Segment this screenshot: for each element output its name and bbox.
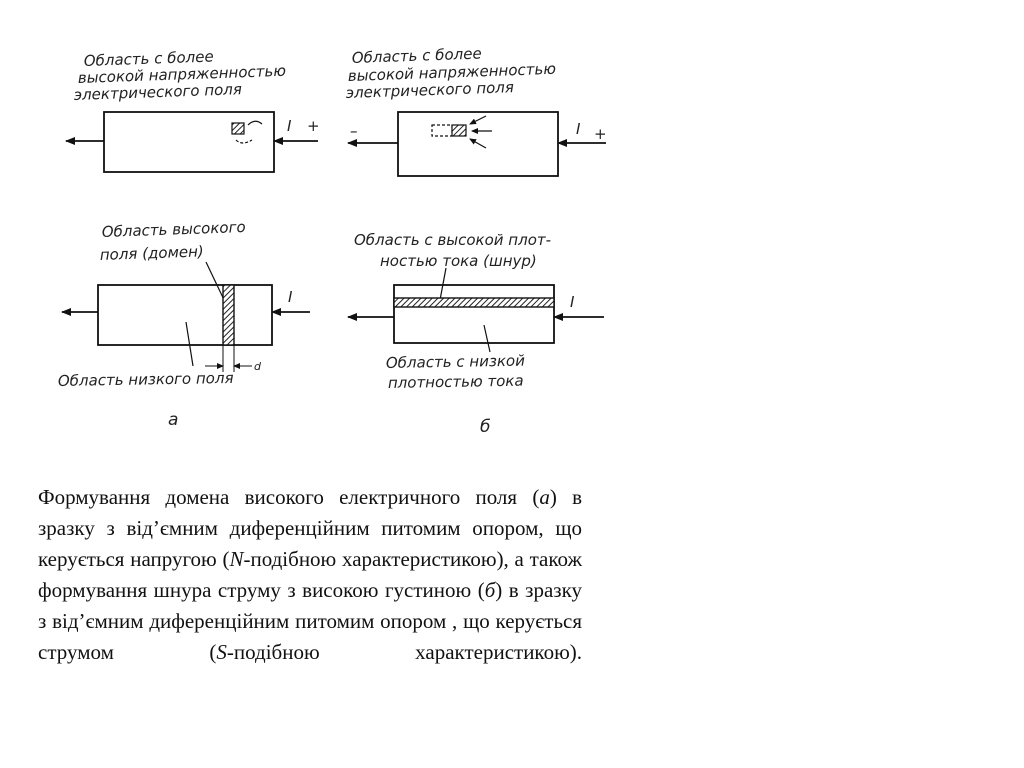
field-arrow <box>469 115 487 125</box>
sample-body <box>97 284 273 346</box>
sample-body <box>103 111 275 173</box>
caption-text: -подібною характеристикою), а також форм… <box>38 547 582 602</box>
width-label: d <box>254 360 262 373</box>
high-field-region <box>451 124 467 137</box>
low-density-label-line1: Область с низкой <box>386 352 526 372</box>
low-density-label-line2: плотностью тока <box>388 372 524 392</box>
field-arrow <box>469 138 487 149</box>
low-field-leader-line <box>185 321 194 367</box>
current-label: I <box>287 117 292 135</box>
domain-region <box>222 284 235 346</box>
field-line <box>247 120 263 126</box>
high-field-region <box>231 122 245 135</box>
field-region-label-line3: электрического поля <box>74 80 243 104</box>
figure-caption: Формування домена високого електричного … <box>38 482 582 668</box>
panel-b-bottom: Область с высокой плот- ностью тока (шну… <box>347 231 604 437</box>
current-label: I <box>570 293 575 311</box>
panel-a-top: Область с более высокой напряженностью э… <box>65 47 320 173</box>
current-label: I <box>576 120 581 138</box>
field-line <box>235 139 253 144</box>
plus-sign: + <box>307 117 320 135</box>
domain-label-line2: поля (домен) <box>100 242 205 264</box>
cord-label-line1: Область с высокой плот- <box>354 231 551 249</box>
sample-body <box>393 284 555 344</box>
field-region-label-line1: Область с более <box>84 47 214 70</box>
sub-label-a: a <box>168 410 178 430</box>
low-field-label: Область низкого поля <box>58 369 234 390</box>
sub-label-b: б <box>480 417 490 437</box>
domain-diagram: Область с более высокой напряженностью э… <box>58 44 607 437</box>
field-region-label-line3: электрического поля <box>346 78 515 102</box>
caption-italic: б <box>484 578 496 602</box>
caption-italic: N <box>229 547 244 571</box>
current-label: I <box>288 288 293 306</box>
panel-a-bottom: Область высокого поля (домен) I d Област… <box>58 218 310 430</box>
domain-label-line1: Область высокого <box>102 218 246 241</box>
caption-text: ) в зразку з від’ємним диференційним пит… <box>38 485 582 571</box>
panel-b-top: Область с более высокой напряженностью э… <box>346 44 607 177</box>
caption-italic: S <box>216 640 227 664</box>
caption-text: ) в зразку з від’ємним диференційним пит… <box>38 578 582 664</box>
plus-sign: + <box>594 125 607 143</box>
field-region-outline <box>431 124 453 137</box>
field-region-label-line1: Область с более <box>352 44 482 67</box>
caption-italic: а <box>539 485 550 509</box>
caption-text: -подібною характеристикою). <box>226 640 582 664</box>
cord-label-line2: ностью тока (шнур) <box>380 252 537 270</box>
cord-leader-line <box>439 267 447 301</box>
minus-sign: – <box>350 122 358 140</box>
low-density-leader-line <box>483 324 491 353</box>
caption-text: Формування домена високого електричного … <box>38 485 540 509</box>
current-cord <box>393 297 555 308</box>
